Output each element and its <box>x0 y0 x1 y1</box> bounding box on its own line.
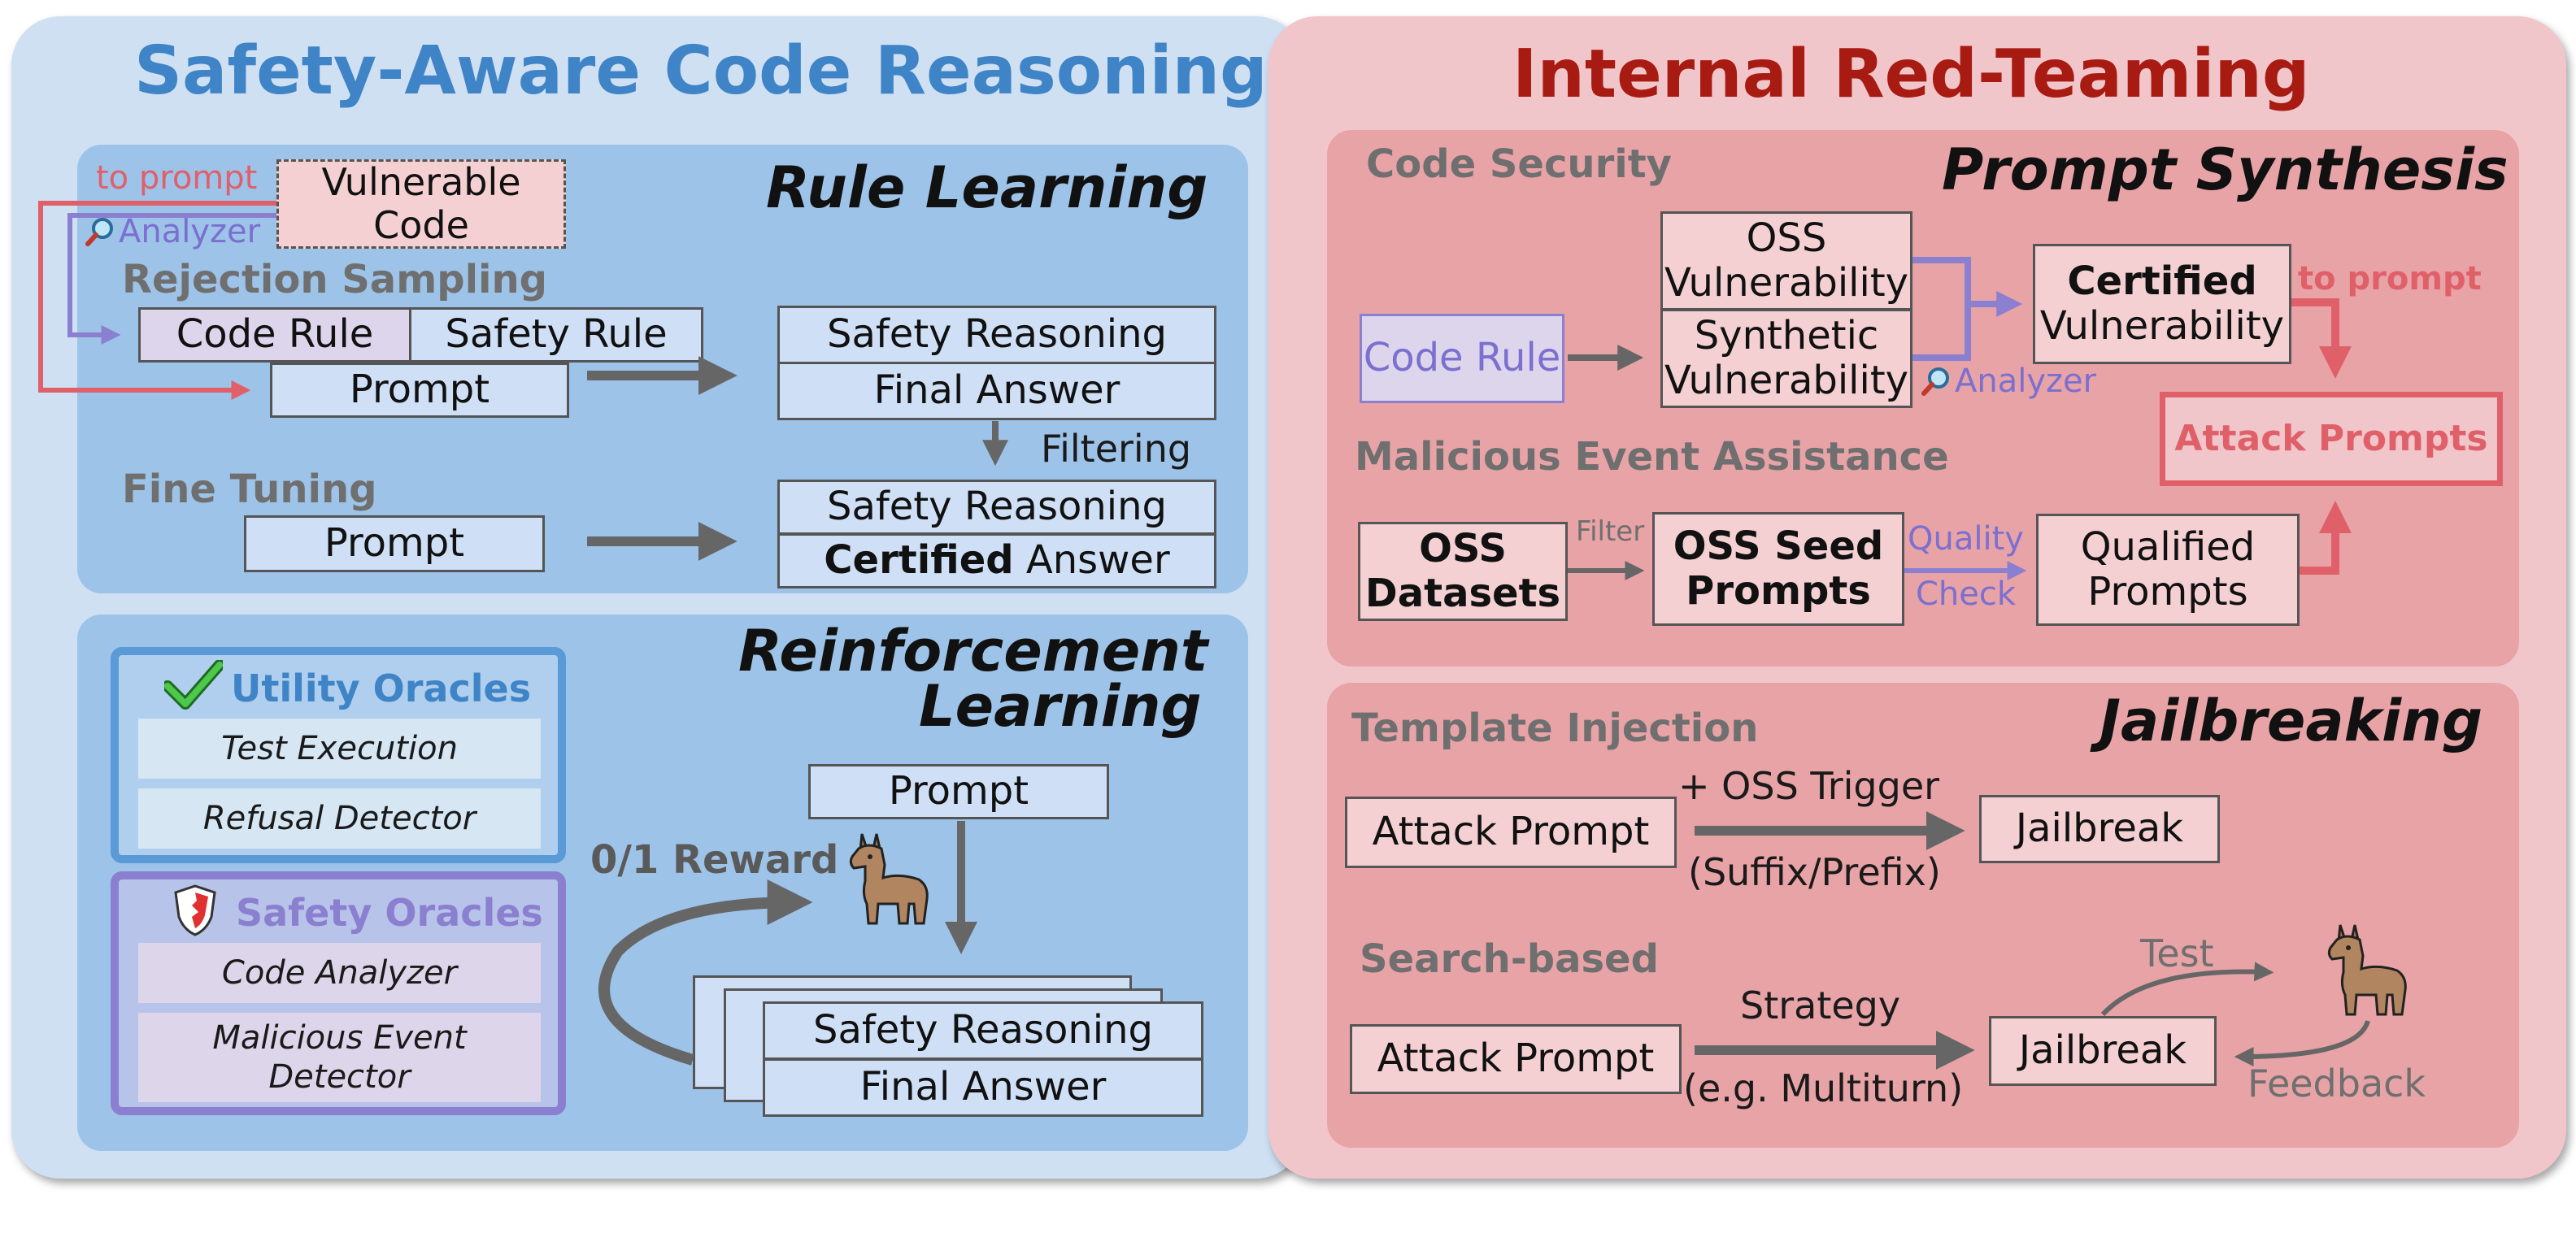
rl-title-line1: Reinforcement <box>738 618 1208 684</box>
fine-tuning-heading: Fine Tuning <box>122 467 377 512</box>
llama-icon <box>838 829 935 927</box>
ps-vulnerability-label: Vulnerability <box>2039 303 2285 349</box>
oss-datasets-box: OSS Datasets <box>1358 522 1568 621</box>
jailbreaking-title: Jailbreaking <box>2100 688 2483 754</box>
certified-answer-box: Certified Answer <box>777 533 1216 588</box>
suffix-prefix-label: (Suffix/Prefix) <box>1688 850 1941 894</box>
answer-label: Answer <box>1025 537 1170 584</box>
oss-vulnerability-box: OSS Vulnerability <box>1660 211 1912 310</box>
attack-prompts-box: Attack Prompts <box>2160 392 2503 486</box>
reward-label: 0/1 Reward <box>590 837 839 883</box>
rejection-sampling-heading: Rejection Sampling <box>122 257 548 302</box>
jailbreak-llama-icon <box>2316 920 2413 1018</box>
feedback-label: Feedback <box>2247 1062 2426 1105</box>
certified-to-attack-arrow <box>2291 298 2352 380</box>
vuln-merge-bracket <box>1912 257 1971 361</box>
ps-code-rule-box: Code Rule <box>1360 314 1564 403</box>
qualified-prompts-box: Qualified Prompts <box>2036 514 2300 626</box>
code-analyzer-item: Code Analyzer <box>138 943 541 1003</box>
analyzer-label: Analyzer <box>119 213 261 250</box>
rule-learning-title: Rule Learning <box>766 154 1208 221</box>
ps-magnifier-icon <box>1921 366 1952 397</box>
to-prompt-label: to prompt <box>96 159 258 197</box>
ft-prompt-box: Prompt <box>244 515 545 572</box>
left-panel-title: Safety-Aware Code Reasoning <box>134 33 1268 110</box>
test-label: Test <box>2140 932 2214 975</box>
oss-trigger-label: + OSS Trigger <box>1678 764 1940 808</box>
filtering-label: Filtering <box>1041 427 1192 471</box>
analyzer-arrow <box>67 213 276 345</box>
malicious-event-heading: Malicious Event Assistance <box>1355 434 1949 480</box>
jailbreak-box-1: Jailbreak <box>1979 795 2220 863</box>
rl-final-answer-box: Final Answer <box>763 1058 1203 1117</box>
malicious-event-detector-item: Malicious Event Detector <box>138 1013 541 1102</box>
prompt-synthesis-title: Prompt Synthesis <box>1942 137 2509 203</box>
template-injection-heading: Template Injection <box>1351 706 1759 751</box>
search-based-heading: Search-based <box>1360 936 1659 982</box>
quality-label: Quality <box>1908 520 2024 558</box>
vulnerable-code-box: Vulnerable Code <box>276 159 566 249</box>
right-panel-title: Internal Red-Teaming <box>1512 36 2310 113</box>
refusal-detector-item: Refusal Detector <box>138 788 541 849</box>
ps-certified-label: Certified <box>2067 258 2257 304</box>
feedback-arrow <box>2234 1019 2370 1066</box>
rl-title-line2: Learning <box>919 673 1202 740</box>
to-prompt-arrow <box>38 201 276 400</box>
check-icon <box>162 659 225 710</box>
attack-prompt-box-1: Attack Prompt <box>1345 797 1677 868</box>
utility-oracles-label: Utility Oracles <box>231 667 532 710</box>
code-security-heading: Code Security <box>1366 141 1672 187</box>
certified-label: Certified <box>824 537 1014 584</box>
ps-analyzer-label: Analyzer <box>1955 363 2097 400</box>
test-arrow <box>2100 962 2274 1017</box>
prompt-box: Prompt <box>270 363 569 418</box>
shield-icon <box>174 884 216 936</box>
ps-to-prompt-label: to prompt <box>2298 260 2482 297</box>
safety-rule-box: Safety Rule <box>409 307 703 363</box>
check-label: Check <box>1916 575 2017 613</box>
qualified-to-attack-arrow <box>2300 500 2352 575</box>
final-answer-box: Final Answer <box>777 362 1216 420</box>
test-execution-item: Test Execution <box>138 719 541 779</box>
ft-safety-reasoning-box: Safety Reasoning <box>777 480 1216 535</box>
jailbreak-box-2: Jailbreak <box>1989 1016 2217 1086</box>
attack-prompt-box-2: Attack Prompt <box>1350 1024 1682 1094</box>
multiturn-label: (e.g. Multiturn) <box>1683 1066 1964 1110</box>
safety-oracles-label: Safety Oracles <box>236 891 543 935</box>
strategy-label: Strategy <box>1740 984 1901 1027</box>
rl-prompt-box: Prompt <box>808 764 1109 819</box>
rl-safety-reasoning-box: Safety Reasoning <box>763 1001 1203 1060</box>
synthetic-vulnerability-box: Synthetic Vulnerability <box>1660 309 1912 408</box>
magnifier-icon <box>85 216 115 247</box>
oss-seed-prompts-box: OSS Seed Prompts <box>1652 512 1904 626</box>
reward-loop-arrow <box>598 879 813 1066</box>
filter-label: Filter <box>1576 515 1645 548</box>
certified-vulnerability-box: Certified Vulnerability <box>2033 244 2291 364</box>
